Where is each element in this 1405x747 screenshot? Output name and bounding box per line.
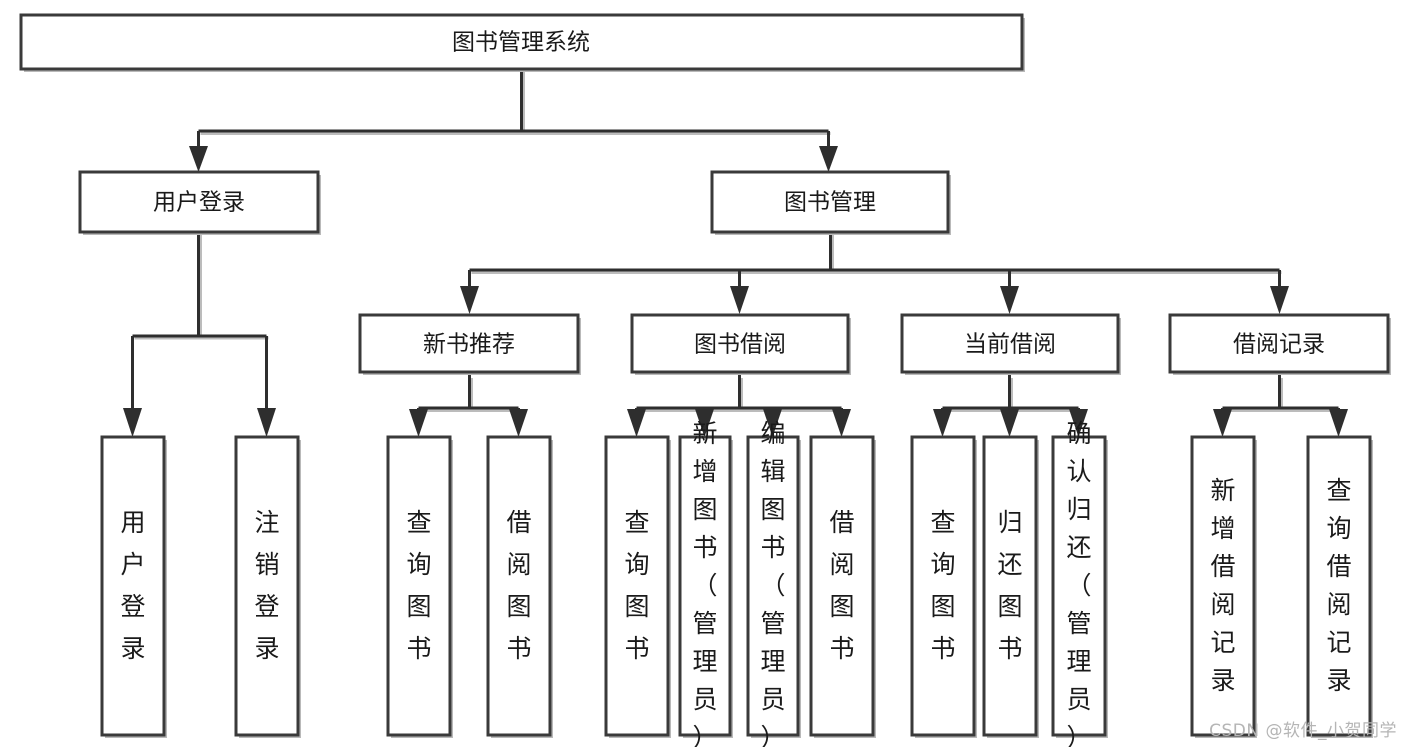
- node-leaf-edit-book-label: 编辑图书（管理员）: [760, 419, 785, 747]
- node-leaf-return-book[interactable]: 归还图书: [982, 435, 1039, 738]
- node-leaf-confirm-return-label: 确认归还（管理员）: [1066, 419, 1091, 747]
- node-book-borrow-label: 图书借阅: [694, 332, 786, 358]
- connector-root-to-level2: [189, 68, 838, 172]
- node-leaf-query-record-label: 查询借阅记录: [1326, 476, 1351, 695]
- node-book-manage-label: 图书管理: [784, 190, 876, 216]
- node-leaf-add-record-label: 新增借阅记录: [1210, 476, 1235, 695]
- node-borrow-record-label: 借阅记录: [1233, 332, 1325, 358]
- connector-layer: [123, 68, 1348, 437]
- node-leaf-query-book-2[interactable]: 查询图书: [604, 435, 671, 738]
- node-leaf-query-book-3[interactable]: 查询图书: [910, 435, 977, 738]
- node-leaf-edit-book[interactable]: 编辑图书（管理员）: [746, 419, 801, 747]
- node-current-borrow[interactable]: 当前借阅: [900, 313, 1121, 375]
- node-leaf-borrow-book-1[interactable]: 借阅图书: [486, 435, 553, 738]
- node-root-label: 图书管理系统: [452, 30, 590, 56]
- node-leaf-query-book-1-label: 查询图书: [406, 508, 431, 663]
- node-book-manage[interactable]: 图书管理: [710, 170, 951, 235]
- node-leaf-confirm-return[interactable]: 确认归还（管理员）: [1051, 419, 1108, 747]
- leaf-layer: 用户登录 注销登录 查询图书 借阅图书 查询图书 新增图书（管理员） 编辑图书（管理员） 借阅…: [100, 419, 1373, 747]
- connector-book-borrow-to-leaves: [627, 375, 851, 437]
- node-leaf-borrow-book-2-label: 借阅图书: [829, 508, 854, 663]
- node-leaf-add-book[interactable]: 新增图书（管理员）: [678, 419, 733, 747]
- node-user-login-label: 用户登录: [153, 190, 245, 216]
- node-leaf-user-login[interactable]: 用户登录: [100, 435, 167, 738]
- node-leaf-logout-label: 注销登录: [254, 508, 279, 663]
- connector-user-login-to-leaves: [123, 232, 276, 437]
- node-leaf-query-book-3-label: 查询图书: [930, 508, 955, 663]
- node-leaf-return-book-label: 归还图书: [997, 508, 1022, 663]
- node-book-borrow[interactable]: 图书借阅: [630, 313, 851, 375]
- node-new-book-recommend-label: 新书推荐: [423, 332, 515, 358]
- connector-borrow-record-to-leaves: [1213, 375, 1348, 437]
- node-leaf-user-login-label: 用户登录: [120, 508, 145, 663]
- node-leaf-add-book-label: 新增图书（管理员）: [692, 419, 717, 747]
- node-leaf-query-book-1[interactable]: 查询图书: [386, 435, 453, 738]
- node-new-book-recommend[interactable]: 新书推荐: [358, 313, 581, 375]
- watermark-text: CSDN @软件_小贺同学: [1209, 721, 1397, 741]
- node-leaf-logout[interactable]: 注销登录: [234, 435, 301, 738]
- node-root[interactable]: 图书管理系统: [19, 13, 1025, 72]
- node-user-login[interactable]: 用户登录: [78, 170, 321, 235]
- node-leaf-borrow-book-1-label: 借阅图书: [506, 508, 531, 663]
- connector-new-book-recommend-to-leaves: [409, 375, 528, 437]
- node-leaf-borrow-book-2[interactable]: 借阅图书: [809, 435, 876, 738]
- node-leaf-add-record[interactable]: 新增借阅记录: [1190, 435, 1257, 738]
- connector-book-manage-to-level3: [460, 232, 1289, 314]
- node-borrow-record[interactable]: 借阅记录: [1168, 313, 1391, 375]
- node-leaf-query-book-2-label: 查询图书: [624, 508, 649, 663]
- node-leaf-query-record[interactable]: 查询借阅记录: [1306, 435, 1373, 738]
- connector-current-borrow-to-leaves: [933, 375, 1088, 437]
- node-current-borrow-label: 当前借阅: [964, 332, 1056, 358]
